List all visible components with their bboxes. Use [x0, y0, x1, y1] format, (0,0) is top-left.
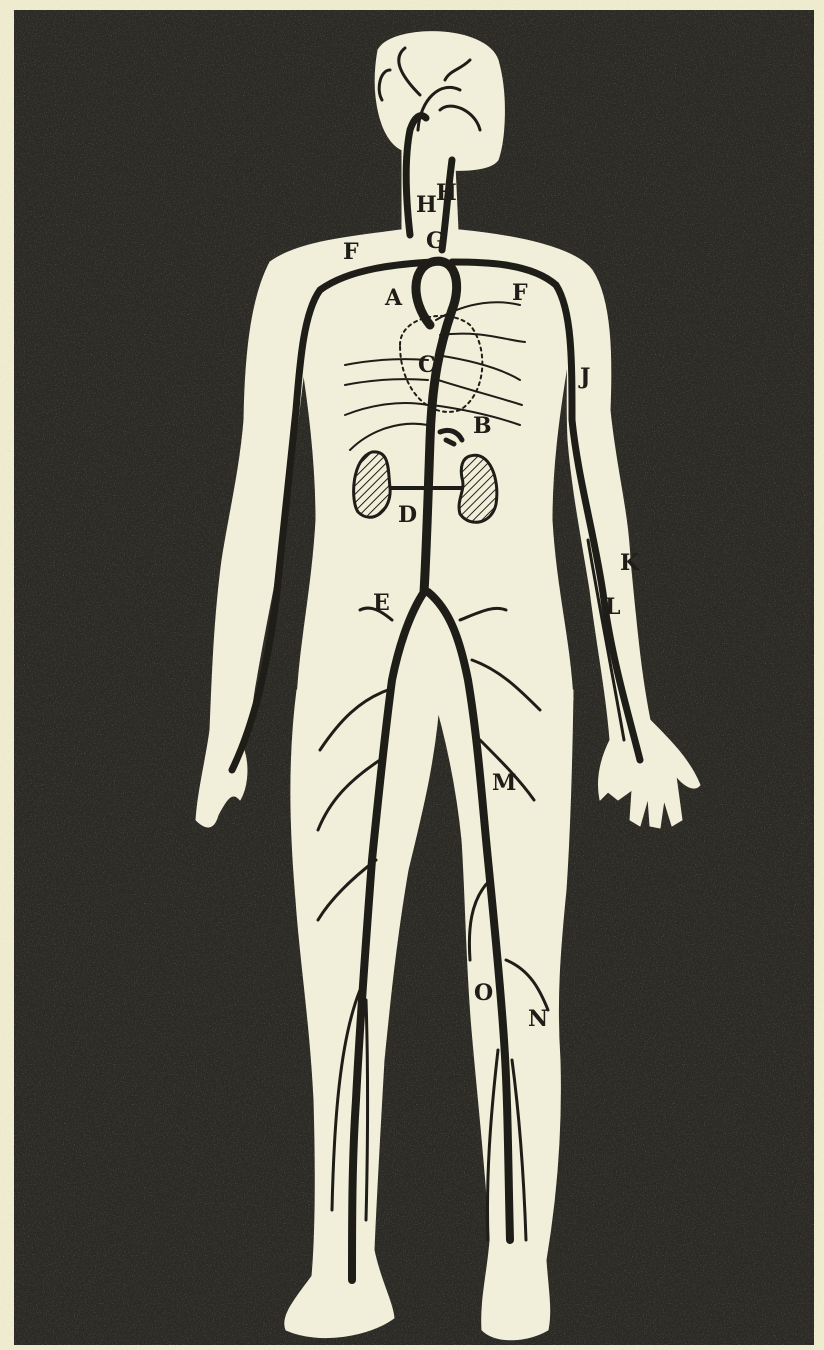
kidney-viewer-right — [459, 455, 497, 522]
label-j: J — [578, 364, 590, 390]
label-o: O — [474, 980, 493, 1006]
label-m: M — [492, 770, 516, 796]
label-a: A — [384, 285, 403, 311]
label-l: L — [605, 594, 620, 620]
kidney-viewer-left — [354, 452, 391, 517]
label-c: C — [418, 352, 436, 378]
label-f-right: F — [343, 239, 359, 265]
label-d: D — [398, 502, 417, 528]
label-b: B — [473, 413, 492, 439]
label-e: E — [373, 590, 390, 616]
label-k: K — [620, 550, 640, 576]
label-n: N — [528, 1006, 548, 1032]
label-h-2: H — [436, 180, 457, 206]
label-g: G — [426, 228, 445, 254]
label-f-left: F — [512, 280, 528, 306]
label-h-1: H — [416, 192, 437, 218]
